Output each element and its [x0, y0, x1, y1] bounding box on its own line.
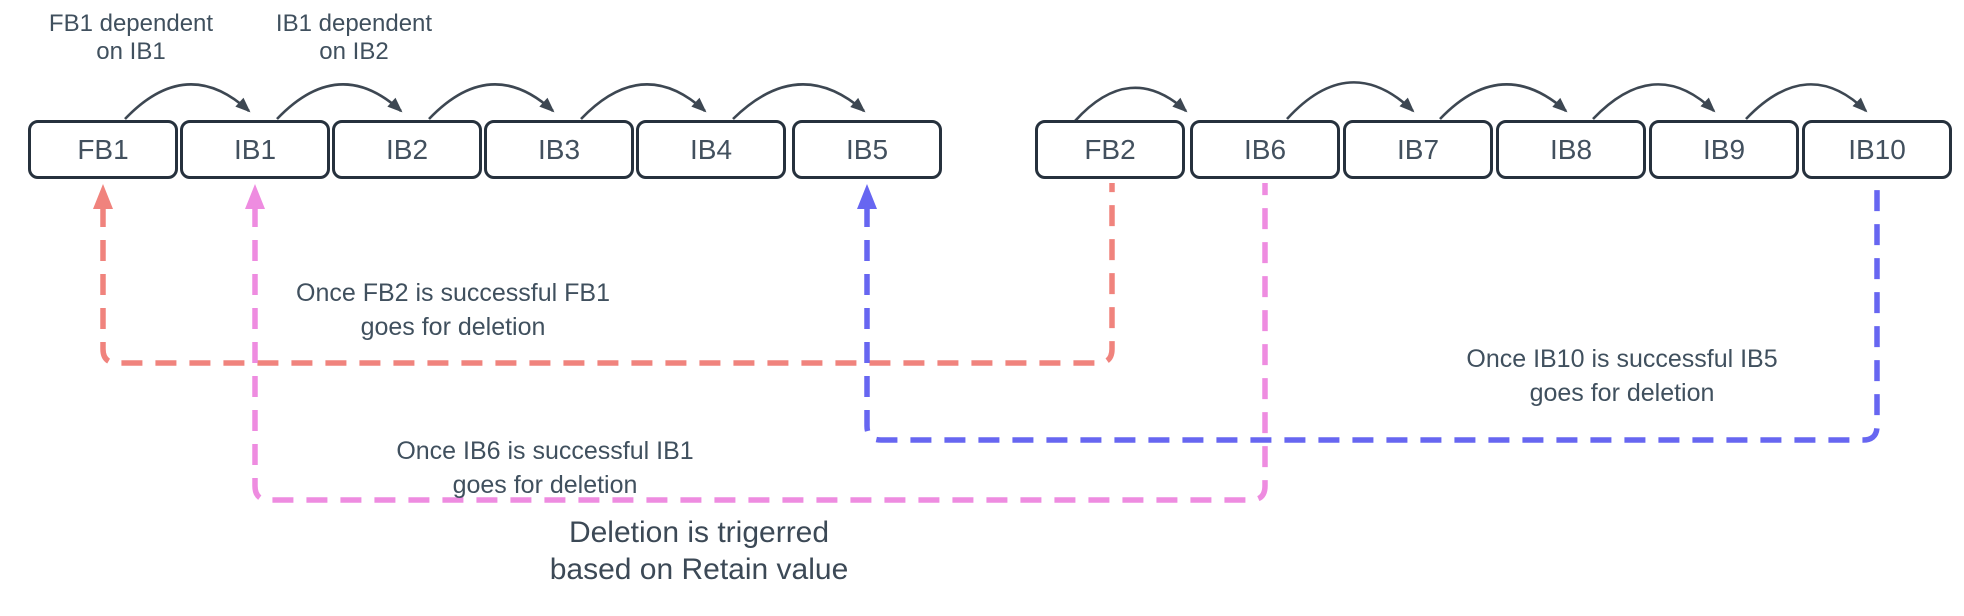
node-ib4: IB4 — [636, 120, 786, 179]
dependency-arc-ib9-ib10 — [1745, 83, 1868, 120]
deletion-path-fb2-fb1 — [100, 183, 1115, 366]
dependency-arc-ib7-ib8 — [1439, 83, 1568, 120]
dependency-arc-ib4-ib5 — [732, 83, 866, 120]
node-ib7: IB7 — [1343, 120, 1493, 179]
node-ib8: IB8 — [1496, 120, 1646, 179]
node-ib1: IB1 — [180, 120, 330, 179]
diagram-caption: Deletion is trigerred based on Retain va… — [549, 516, 849, 586]
deletion-path-ib10-ib5 — [864, 183, 1880, 443]
label-ib1-dependent-on-ib2: IB1 dependent on IB2 — [275, 10, 433, 65]
dependency-arc-fb1-ib1 — [124, 83, 251, 120]
label-ib5-deletion: Once IB10 is successful IB5 goes for del… — [1466, 345, 1778, 407]
dependency-arc-ib8-ib9 — [1592, 83, 1716, 120]
deletion-path-ib6-ib1 — [252, 183, 1268, 503]
node-ib3: IB3 — [484, 120, 634, 179]
node-ib6: IB6 — [1190, 120, 1340, 179]
deletion-arrowhead-ib5 — [857, 184, 877, 209]
dependency-arc-ib6-ib7 — [1286, 81, 1415, 120]
deletion-arrowhead-ib1 — [245, 184, 265, 209]
dependency-arc-ib2-ib3 — [428, 83, 555, 120]
label-ib1-deletion: Once IB6 is successful IB1 goes for dele… — [396, 437, 694, 499]
deletion-arrowhead-fb1 — [93, 184, 113, 209]
node-ib9: IB9 — [1649, 120, 1799, 179]
dependency-arc-ib1-ib2 — [276, 83, 403, 120]
node-fb2: FB2 — [1035, 120, 1185, 179]
label-fb1-dependent-on-ib1: FB1 dependent on IB1 — [48, 10, 214, 65]
label-fb1-deletion: Once FB2 is successful FB1 goes for dele… — [295, 279, 611, 341]
node-ib2: IB2 — [332, 120, 482, 179]
node-ib10: IB10 — [1802, 120, 1952, 179]
node-ib5: IB5 — [792, 120, 942, 179]
node-fb1: FB1 — [28, 120, 178, 179]
dependency-arc-fb2-ib6 — [1074, 86, 1188, 122]
dependency-arc-ib3-ib4 — [580, 83, 707, 120]
